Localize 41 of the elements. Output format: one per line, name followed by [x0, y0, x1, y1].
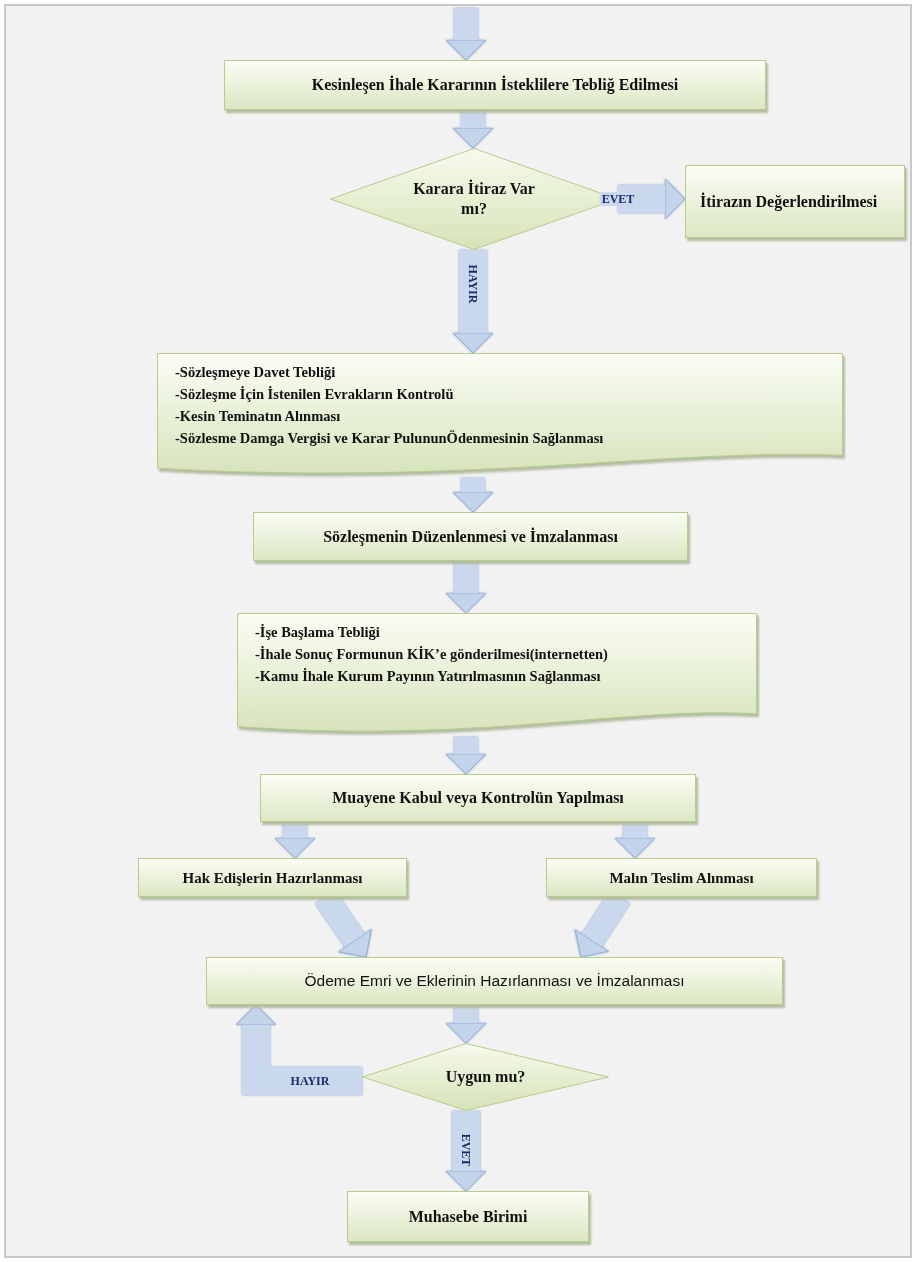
list-item: -Kesin Teminatın Alınması [175, 407, 342, 426]
block-arrow [618, 178, 686, 220]
node-text: İtirazın Değerlendirilmesi [700, 191, 878, 212]
edge-label: HAYIR [288, 1074, 332, 1088]
block-arrow [614, 822, 656, 859]
block-arrow [445, 561, 487, 614]
block-arrow [445, 1005, 487, 1044]
edge-label: EVET [459, 1131, 473, 1169]
node-text: Kesinleşen İhale Kararının İsteklilere Tebliğ Edilmesi [311, 75, 679, 95]
block-arrow [452, 478, 494, 513]
list-item: -Kamu İhale Kurum Payının Yatırılmasının Sağlanması [255, 667, 602, 686]
list-item: -Sözlesme Damga Vergisi ve Karar PulununÖdenmesinin Sağlanması [175, 429, 605, 448]
node-text: Uygun mu? [445, 1067, 526, 1087]
node-text: Muayene Kabul veya Kontrolün Yapılması [332, 788, 624, 808]
block-arrow [445, 8, 487, 61]
node-text: Karara İtiraz Var mı? [412, 179, 536, 219]
list-item: -İhale Sonuç Formunun KİK’e gönderilmesi(internetten) [255, 645, 609, 664]
node-text: Hak Edişlerin Hazırlanması [182, 868, 363, 888]
node-text: Malın Teslim Alınması [609, 868, 754, 888]
block-arrow [274, 822, 316, 859]
process-box [138, 858, 407, 897]
block-arrow [445, 737, 487, 775]
block-arrow [235, 1004, 362, 1095]
process-box [224, 60, 766, 110]
list-item: -İşe Başlama Tebliği [255, 623, 381, 642]
process-box [685, 165, 905, 238]
block-arrow [452, 250, 494, 354]
node-text: Muhasebe Birimi [408, 1206, 528, 1227]
node-text: Ödeme Emri ve Eklerinin Hazırlanması ve İmzalanması [304, 971, 685, 991]
process-box [253, 512, 688, 561]
block-arrow [445, 1111, 487, 1192]
edge-label: EVET [599, 192, 637, 206]
list-item: -Sözleşme İçin İstenilen Evrakların Kontrolü [175, 385, 455, 404]
process-box [347, 1191, 589, 1242]
process-box [206, 957, 783, 1005]
process-box [260, 774, 696, 822]
edge-label: HAYIR [466, 262, 480, 306]
node-text: Sözleşmenin Düzenlenmesi ve İmzalanması [323, 526, 618, 547]
process-box [546, 858, 817, 897]
list-item: -Sözleşmeye Davet Tebliği [175, 363, 337, 382]
block-arrow [452, 110, 494, 149]
